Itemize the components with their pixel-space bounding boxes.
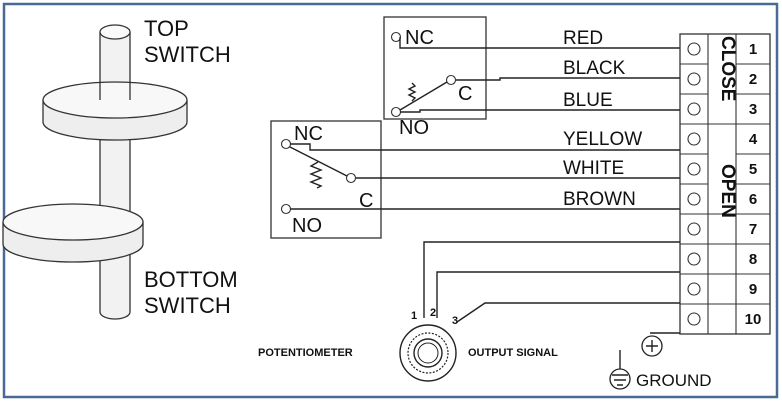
upper-c-label: C (458, 83, 472, 105)
wire-label-blue: BLUE (563, 90, 613, 111)
pot-pin-3: 3 (452, 315, 458, 327)
switch-wires (290, 37, 680, 210)
potentiometer-label: POTENTIOMETER (258, 347, 353, 359)
terminal-screw-3 (687, 102, 701, 116)
wire-label-red: RED (563, 28, 603, 49)
terminal-screw-7 (687, 222, 701, 236)
terminal-screw-6 (687, 192, 701, 206)
terminal-screw-4 (687, 132, 701, 146)
open-group-label: OPEN (717, 164, 738, 218)
bottom-switch-label-2: SWITCH (144, 293, 231, 318)
terminal-screw-9 (687, 282, 701, 296)
terminal-screw-5 (687, 162, 701, 176)
ground-symbol-icon (609, 332, 680, 390)
terminal-screw-10 (687, 312, 701, 326)
terminal-screw-1 (687, 42, 701, 56)
terminal-number-9: 9 (749, 281, 757, 298)
terminal-screw-2 (687, 72, 701, 86)
close-group-label: CLOSE (717, 36, 738, 101)
top-switch-label-2: SWITCH (144, 42, 231, 67)
upper-no-label: NO (399, 117, 429, 139)
terminal-number-1: 1 (749, 41, 757, 58)
terminal-number-8: 8 (749, 251, 757, 268)
upper-nc-label: NC (405, 27, 434, 49)
lower-no-label: NO (292, 215, 322, 237)
output-signal-label: OUTPUT SIGNAL (468, 347, 558, 359)
top-switch-label-1: TOP (144, 16, 189, 41)
terminal-number-6: 6 (749, 191, 757, 208)
wire-label-yellow: YELLOW (563, 129, 642, 150)
terminal-number-3: 3 (749, 101, 757, 118)
terminal-screw-8 (687, 252, 701, 266)
terminal-number-4: 4 (749, 131, 758, 148)
bottom-switch-label-1: BOTTOM (144, 267, 238, 292)
lower-nc-label: NC (294, 123, 323, 145)
potentiometer-wires (423, 241, 680, 323)
pot-pin-1: 1 (411, 310, 417, 322)
pot-pin-2: 2 (430, 307, 436, 319)
switch-shaft-illustration (2, 24, 188, 320)
potentiometer-symbol (399, 324, 457, 382)
terminal-block: 1 2 3 4 5 6 7 8 9 10 (679, 33, 771, 335)
wire-label-black: BLACK (563, 58, 626, 79)
terminal-number-10: 10 (745, 311, 762, 328)
upper-micro-switch (383, 16, 487, 120)
terminal-number-5: 5 (749, 161, 757, 178)
wire-label-brown: BROWN (563, 189, 636, 210)
wire-label-white: WHITE (563, 158, 624, 179)
terminal-number-7: 7 (749, 221, 757, 238)
ground-label: GROUND (636, 371, 712, 390)
lower-c-label: C (359, 190, 373, 212)
lower-micro-switch (270, 120, 382, 239)
terminal-number-2: 2 (749, 71, 757, 88)
